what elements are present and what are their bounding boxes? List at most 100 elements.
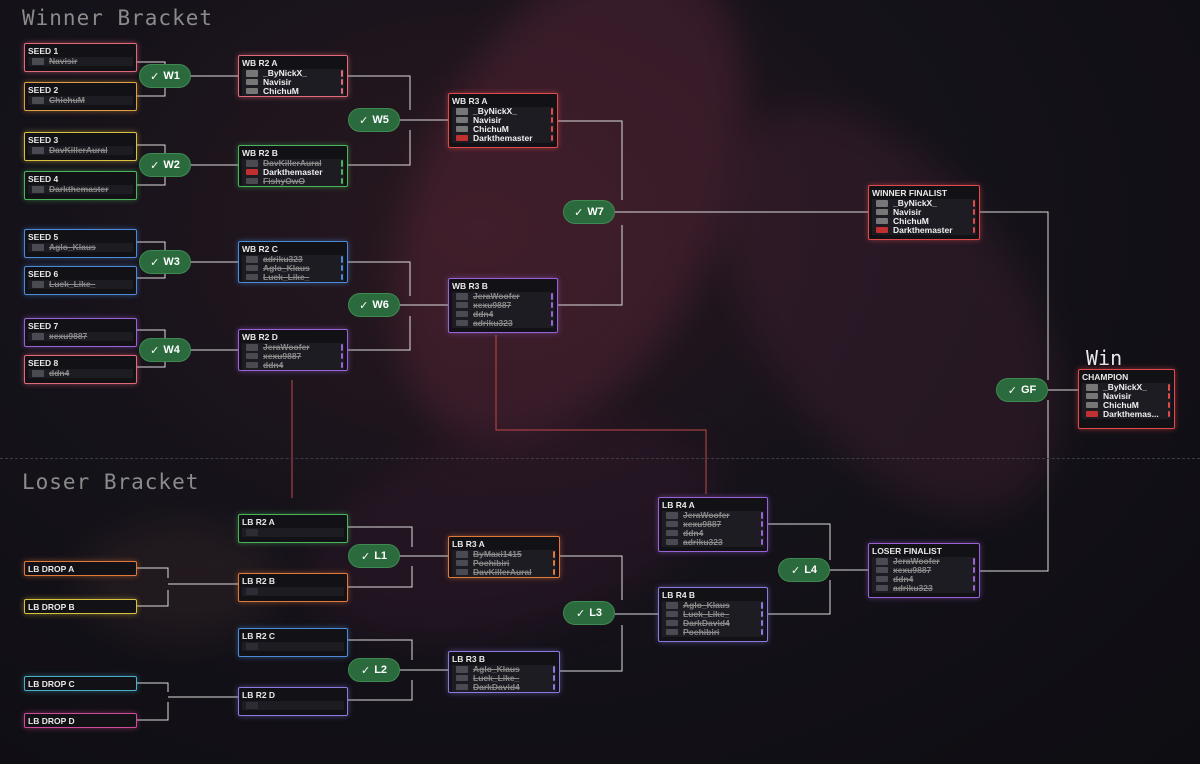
seed-3-box[interactable]: SEED 3 DavKillerAural [24,132,137,161]
status-pip [1168,392,1170,400]
player-row: Navisir [28,57,133,66]
l3-match-button[interactable]: ✓L3 [563,601,615,625]
pill-label: W6 [372,299,389,311]
avatar [456,559,468,567]
check-icon: ✓ [359,299,369,312]
lb-r4-a-box[interactable]: LB R4 A JeraWoofer xexu9887 ddn4 adriku3… [658,497,768,552]
lb-drop-b-box[interactable]: LB DROP B [24,599,137,614]
avatar [32,97,44,104]
avatar [246,168,258,176]
seed-8-box[interactable]: SEED 8 ddn4 [24,355,137,384]
l4-match-button[interactable]: ✓L4 [778,558,830,582]
lb-drop-c-box[interactable]: LB DROP C [24,676,137,691]
avatar [456,319,468,327]
avatar [246,361,258,369]
status-pip [341,78,343,86]
w7-match-button[interactable]: ✓W7 [563,200,615,224]
w4-match-button[interactable]: ✓W4 [139,338,191,362]
lb-r3-a-box[interactable]: LB R3 A ByMaxi1415 Pochibiri DavKillerAu… [448,536,560,578]
seed-5-box[interactable]: SEED 5 Aglo_Klaus [24,229,137,258]
player-row: Pochibiri [452,558,556,568]
w2-match-button[interactable]: ✓W2 [139,153,191,177]
wb-r2-c-box[interactable]: WB R2 C adriku323 Aglo_Klaus Luck_Like_ [238,241,348,283]
w5-match-button[interactable]: ✓W5 [348,108,400,132]
l1-match-button[interactable]: ✓L1 [348,544,400,568]
wb-r2-d-box[interactable]: WB R2 D JeraWoofer xexu9887 ddn4 [238,329,348,371]
wb-r3-a-box[interactable]: WB R3 A _ByNickX_ Navisir ChichuM Darkth… [448,93,558,148]
check-icon: ✓ [360,664,371,677]
avatar [876,584,888,592]
player-row: Navisir [872,207,976,217]
status-pip [553,666,555,673]
avatar [456,108,468,115]
avatar [1086,384,1098,391]
player-row [242,587,344,596]
player-row [242,528,344,537]
lb-r2-c-box[interactable]: LB R2 C [238,628,348,657]
pill-label: W5 [372,114,389,126]
player-row: Luck_Like_ [452,673,556,683]
avatar [456,116,468,124]
player-row: Luck_Like_ [662,609,764,619]
match-label: WB R2 A [242,58,278,68]
status-pip [551,125,553,133]
check-icon: ✓ [790,564,801,577]
player-row: JeraWoofer [872,557,976,566]
seed-4-box[interactable]: SEED 4 Darkthemaster [24,171,137,200]
player-row: Navisir [242,77,344,87]
l2-match-button[interactable]: ✓L2 [348,658,400,682]
avatar [456,568,468,576]
winner-finalist-box[interactable]: WINNER FINALIST _ByNickX_ Navisir Chichu… [868,185,980,240]
avatar [32,370,44,377]
player-row: Pochibiri [662,627,764,637]
player-row: DavKillerAural [28,146,133,155]
player-row: ByMaxi1415 [452,550,556,559]
player-row: Darkthemaster [452,133,554,143]
status-pip [1168,384,1170,391]
avatar [876,217,888,225]
seed-label: SEED 5 [28,232,59,242]
avatar [666,538,678,546]
player-row: xexu9887 [452,300,554,310]
check-icon: ✓ [1007,384,1017,397]
seed-label: SEED 8 [28,358,59,368]
player-row: adriku323 [242,255,344,264]
pill-label: L1 [374,550,388,562]
player-row: Aglo_Klaus [28,243,133,252]
seed-7-box[interactable]: SEED 7 xexu9887 [24,318,137,347]
w6-match-button[interactable]: ✓W6 [348,293,400,317]
avatar [1086,410,1098,418]
pill-label: W1 [163,70,180,82]
player-row: DavKillerAural [452,567,556,577]
avatar [456,551,468,558]
gf-match-button[interactable]: ✓GF [996,378,1048,402]
wb-r3-b-box[interactable]: WB R3 B JeraWoofer xexu9887 ddn4 adriku3… [448,278,558,333]
lb-r3-b-box[interactable]: LB R3 B Aglo_Klaus Luck_Like_ DarkDavid4 [448,651,560,693]
seed-2-box[interactable]: SEED 2 ChichuM [24,82,137,111]
seed-1-box[interactable]: SEED 1 Navisir [24,43,137,72]
lb-drop-a-box[interactable]: LB DROP A [24,561,137,576]
winner-bracket-title: Winner Bracket [22,6,214,30]
match-label: LB R2 D [242,690,276,700]
player-row: Darkthemaster [28,185,133,194]
loser-finalist-box[interactable]: LOSER FINALIST JeraWoofer xexu9887 ddn4 … [868,543,980,598]
lb-r4-b-box[interactable]: LB R4 B Aglo_Klaus Luck_Like_ DarkDavid4… [658,587,768,642]
seed-6-box[interactable]: SEED 6 Luck_Like_ [24,266,137,295]
champion-box[interactable]: CHAMPION _ByNickX_ Navisir ChichuM Darkt… [1078,369,1175,429]
w1-match-button[interactable]: ✓W1 [139,64,191,88]
match-label: LB R3 A [452,539,485,549]
wb-r2-a-box[interactable]: WB R2 A _ByNickX_ Navisir ChichuM [238,55,348,97]
avatar [246,273,258,281]
player-row: JeraWoofer [452,292,554,301]
lb-r2-b-box[interactable]: LB R2 B [238,573,348,602]
lb-r2-d-box[interactable]: LB R2 D [238,687,348,716]
status-pip [973,575,975,583]
avatar [246,352,258,360]
w3-match-button[interactable]: ✓W3 [139,250,191,274]
wb-r2-b-box[interactable]: WB R2 B DavKillerAural Darkthemaster Fis… [238,145,348,187]
lb-drop-d-box[interactable]: LB DROP D [24,713,137,728]
avatar [456,301,468,309]
player-row: Aglo_Klaus [242,263,344,273]
status-pip [551,134,553,142]
lb-r2-a-box[interactable]: LB R2 A [238,514,348,543]
